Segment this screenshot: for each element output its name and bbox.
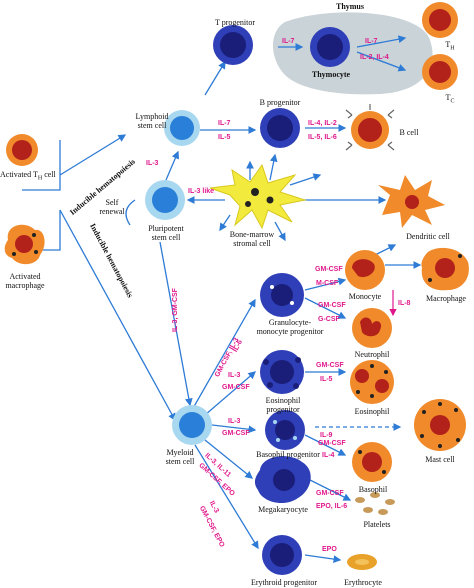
- myeloid-stem-cell-graphic: [172, 405, 212, 445]
- label-t-progenitor: T progenitor: [214, 18, 256, 27]
- cytokine-il7-t: IL-7: [282, 38, 295, 45]
- basophil-progenitor-graphic: [265, 410, 305, 450]
- thymus-region: [272, 12, 433, 95]
- cytokine-gmcsf-eosinophil: GM-CSF: [316, 362, 344, 369]
- cytokine-il5-il6: IL-5, IL-6: [308, 134, 337, 141]
- label-activated-th: Activated TH cell: [0, 170, 56, 182]
- cytokine-il3-like: IL-3 like: [188, 188, 215, 195]
- cytokine-il7-thymocyte: IL-7: [365, 38, 378, 45]
- activated-th-cell: [6, 134, 38, 166]
- cytokine-gmcsf-neutrophil: GM-CSF: [318, 302, 346, 309]
- b-progenitor-graphic: [260, 108, 300, 148]
- macrophage-graphic: [421, 247, 469, 291]
- dendritic-cell-graphic: [378, 175, 445, 228]
- cytokine-mcsf-monocyte: M-CSF: [316, 280, 339, 287]
- label-b-cell: B cell: [399, 128, 419, 137]
- label-gm-progenitor: Granulocyte-monocyte progenitor: [256, 318, 324, 336]
- erythrocyte-graphic: [347, 554, 377, 570]
- b-cell-graphic: [345, 104, 395, 151]
- mast-cell-graphic: [414, 399, 466, 451]
- label-megakaryocyte: Megakaryocyte: [258, 505, 308, 514]
- label-dendritic-cell: Dendritic cell: [406, 232, 450, 241]
- label-basophil-progenitor: Basophil progenitor: [256, 450, 320, 459]
- cytokine-gcsf-neutrophil: G-CSF: [318, 316, 340, 323]
- cytokine-il3-lymphoid: IL-3: [146, 160, 159, 167]
- cytokine-il5-eosinophil: IL-5: [320, 376, 333, 383]
- t-progenitor-graphic: [213, 25, 253, 65]
- cytokine-il3-baso-progenitor: IL-3: [228, 418, 241, 425]
- cytokine-gmcsf-basophil: GM-CSF: [318, 440, 346, 447]
- lineage-arrows: [22, 35, 422, 563]
- label-eosinophil: Eosinophil: [354, 407, 390, 416]
- th-cell-graphic: [422, 2, 458, 38]
- thymocyte-graphic: [310, 27, 350, 67]
- cytokine-rot-il3-gmcsf: IL-3, GM-CSF: [172, 288, 179, 332]
- label-monocyte: Monocyte: [348, 292, 382, 301]
- basophil-graphic: [352, 442, 392, 482]
- cytokine-gmcsf-eos-progenitor: GM-CSF: [222, 384, 250, 391]
- tc-cell-graphic: [422, 54, 458, 90]
- label-macrophage: Macrophage: [426, 294, 466, 303]
- label-tc: TC: [445, 93, 455, 105]
- pluripotent-stem-cell-graphic: [145, 180, 185, 220]
- platelets-graphic: [355, 492, 395, 515]
- stromal-cell-graphic: [209, 163, 307, 230]
- cytokine-epo-erythrocyte: EPO: [322, 546, 337, 553]
- label-th: TH: [445, 40, 455, 52]
- eosinophil-progenitor-graphic: [260, 350, 304, 394]
- label-neutrophil: Neutrophil: [354, 350, 390, 359]
- label-basophil: Basophil: [358, 485, 388, 494]
- cytokine-il9: IL-9: [320, 432, 333, 439]
- cytokine-gmcsf-monocyte: GM-CSF: [315, 266, 343, 273]
- label-thymocyte: Thymocyte: [311, 70, 351, 79]
- cytokine-il4-basophil: IL-4: [322, 452, 335, 459]
- label-erythroid-progenitor: Erythroid progenitor: [251, 578, 317, 587]
- monocyte-graphic: [345, 250, 385, 290]
- cytokine-gmcsf-baso-progenitor: GM-CSF: [222, 430, 250, 437]
- gm-progenitor-graphic: [260, 273, 304, 317]
- cytokine-il4-il2: IL-4, IL-2: [308, 120, 337, 127]
- label-mast-cell: Mast cell: [425, 455, 455, 464]
- cytokine-epo-il6: EPO, IL-6: [316, 503, 348, 510]
- label-erythrocyte: Erythrocyte: [344, 578, 382, 587]
- cytokine-il3-eos-progenitor: IL-3: [228, 372, 241, 379]
- cytokine-il2-il4: IL-2, IL-4: [360, 54, 389, 61]
- neutrophil-graphic: [352, 308, 392, 348]
- cytokine-il8: IL-8: [398, 300, 411, 307]
- label-b-progenitor: B progenitor: [259, 98, 301, 107]
- label-thymus: Thymus: [335, 2, 364, 11]
- cytokine-il7-b: IL-7: [218, 120, 231, 127]
- cytokine-il5-b: IL-5: [218, 134, 231, 141]
- eosinophil-graphic: [350, 360, 394, 404]
- erythroid-progenitor-graphic: [262, 535, 302, 575]
- megakaryocyte-graphic: [254, 456, 311, 504]
- lymphoid-stem-cell-graphic: [164, 110, 200, 146]
- label-platelets: Platelets: [363, 520, 391, 529]
- activated-macrophage: [4, 224, 45, 265]
- cytokine-gmcsf-platelets: GM-CSF: [316, 490, 344, 497]
